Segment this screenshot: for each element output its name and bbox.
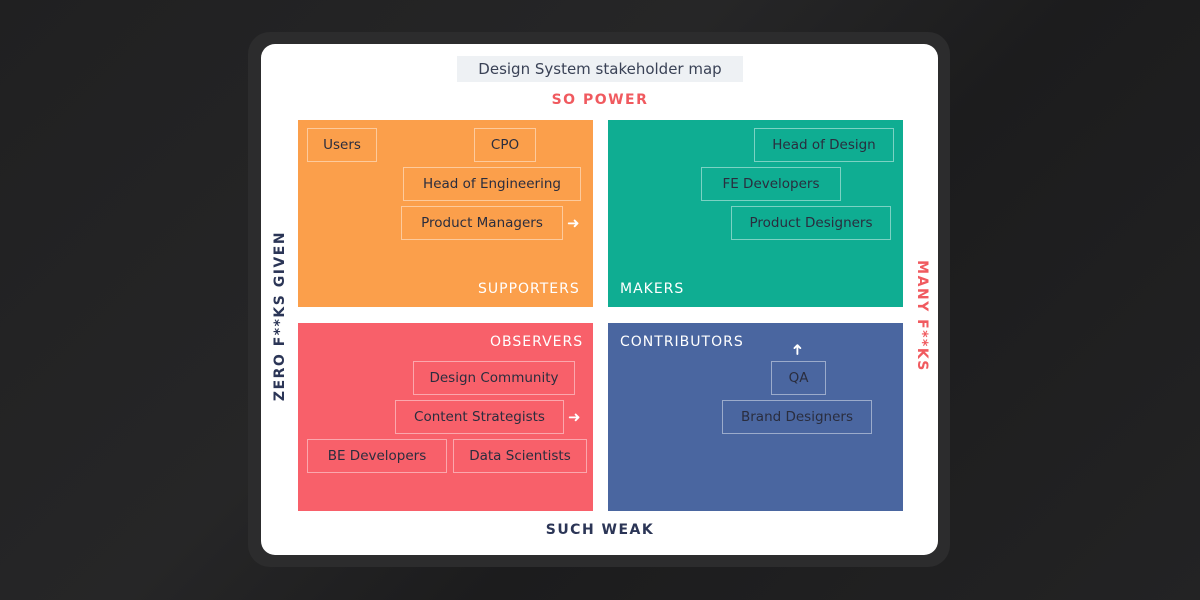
quadrant-label-contributors: CONTRIBUTORS <box>620 334 744 350</box>
stakeholder-box: FE Developers <box>701 167 841 201</box>
quadrant-observers <box>298 323 593 511</box>
quadrant-label-supporters: SUPPORTERS <box>478 281 580 297</box>
stakeholder-box: Users <box>307 128 377 162</box>
arrow-right-icon: ➜ <box>568 407 581 427</box>
arrow-up-icon: ➜ <box>786 343 807 356</box>
stakeholder-box: Brand Designers <box>722 400 872 434</box>
stakeholder-box: Head of Engineering <box>403 167 581 201</box>
axis-right-label: MANY F**KS <box>914 260 930 372</box>
stakeholder-box: Design Community <box>413 361 575 395</box>
quadrant-supporters <box>298 120 593 307</box>
axis-top-label: SO POWER <box>551 92 649 108</box>
stakeholder-box: CPO <box>474 128 536 162</box>
stakeholder-box: Data Scientists <box>453 439 587 473</box>
stakeholder-box: Content Strategists <box>395 400 564 434</box>
quadrant-label-observers: OBSERVERS <box>490 334 584 350</box>
stakeholder-box: Product Designers <box>731 206 891 240</box>
quadrant-contributors <box>608 323 903 511</box>
stakeholder-box: Product Managers <box>401 206 563 240</box>
axis-bottom-label: SUCH WEAK <box>545 522 655 538</box>
axis-left-label: ZERO F**KS GIVEN <box>272 230 288 402</box>
arrow-right-icon: ➜ <box>567 213 580 233</box>
quadrant-label-makers: MAKERS <box>620 281 685 297</box>
page-title: Design System stakeholder map <box>457 56 743 82</box>
stakeholder-box: BE Developers <box>307 439 447 473</box>
quadrant-makers <box>608 120 903 307</box>
stakeholder-box: Head of Design <box>754 128 894 162</box>
stakeholder-box: QA <box>771 361 826 395</box>
